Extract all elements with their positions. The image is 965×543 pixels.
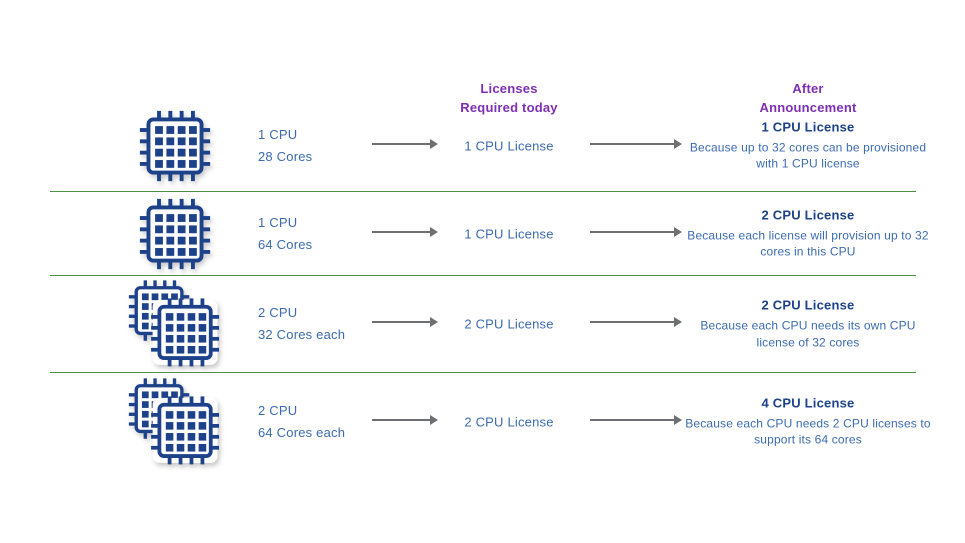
arrow-right-icon: [590, 414, 682, 425]
diagram-rows: 1 CPU 28 Cores 1 CPU License 1 CPU Licen…: [50, 100, 931, 470]
header-line: After: [792, 81, 824, 96]
cpu-chip-double-icon: [128, 377, 220, 464]
cpu-spec: 1 CPU 28 Cores: [258, 124, 312, 168]
license-required-today: 1 CPU License: [464, 138, 554, 153]
after-announcement-cell: 2 CPU License Because each CPU needs its…: [685, 297, 931, 350]
cpu-row: 2 CPU 64 Cores each 2 CPU License 4 CPU …: [50, 373, 931, 470]
arrow-right-icon: [590, 226, 682, 237]
license-required-today: 2 CPU License: [464, 316, 554, 332]
core-count-label: 64 Cores each: [258, 424, 346, 440]
after-license-reason: Because up to 32 cores can be provisione…: [689, 139, 927, 171]
after-license-reason: Because each license will provision up t…: [687, 227, 929, 259]
license-required-today: 2 CPU License: [464, 414, 554, 429]
cpu-spec: 2 CPU 32 Cores each: [258, 302, 345, 346]
cpu-icon-cell: [126, 277, 225, 371]
header-line: Required today: [460, 99, 558, 115]
arrow-right-icon: [372, 414, 438, 425]
after-announcement-cell: 2 CPU License Because each license will …: [685, 207, 931, 260]
after-license-title: 4 CPU License: [761, 394, 855, 410]
core-count-label: 28 Cores: [258, 148, 313, 164]
after-license-reason: Because each CPU needs its own CPU licen…: [700, 318, 916, 349]
arrow-right-icon: [590, 317, 682, 327]
core-count-label: 32 Cores each: [258, 327, 346, 342]
arrow-right-icon: [590, 138, 682, 149]
cpu-count-label: 2 CPU: [258, 402, 298, 418]
cpu-icon-cell: [136, 107, 214, 185]
core-count-label: 64 Cores: [258, 236, 313, 252]
after-announcement-cell: 1 CPU License Because up to 32 cores can…: [685, 119, 931, 172]
cpu-count-label: 1 CPU: [258, 214, 298, 230]
cpu-count-label: 1 CPU: [258, 126, 298, 142]
column-header-after-announcement: After Announcement: [708, 80, 908, 118]
after-license-title: 2 CPU License: [761, 206, 855, 222]
arrow-right-icon: [372, 138, 438, 149]
cpu-chip-icon: [139, 110, 211, 181]
cpu-row: 2 CPU 32 Cores each 2 CPU License 2 CPU …: [50, 276, 916, 373]
cpu-chip-double-icon: [128, 280, 220, 367]
cpu-icon-cell: [126, 375, 225, 469]
cpu-row: 1 CPU 28 Cores 1 CPU License 1 CPU Licen…: [50, 100, 926, 192]
after-license-reason: Because each CPU needs 2 CPU licenses to…: [685, 415, 931, 447]
cpu-row: 1 CPU 64 Cores 1 CPU License 2 CPU Licen…: [50, 192, 929, 276]
after-announcement-cell: 4 CPU License Because each CPU needs 2 C…: [685, 395, 931, 448]
arrow-right-icon: [372, 317, 438, 327]
cpu-spec: 1 CPU 64 Cores: [258, 212, 312, 256]
arrow-right-icon: [372, 226, 438, 237]
header-line: Licenses: [480, 81, 538, 96]
license-required-today: 1 CPU License: [464, 226, 554, 241]
after-license-title: 1 CPU License: [761, 118, 855, 134]
after-license-title: 2 CPU License: [761, 297, 855, 313]
header-line: Announcement: [759, 99, 857, 115]
cpu-chip-icon: [139, 198, 211, 269]
cpu-icon-cell: [136, 195, 214, 273]
cpu-spec: 2 CPU 64 Cores each: [258, 400, 345, 444]
cpu-count-label: 2 CPU: [258, 305, 298, 320]
column-header-licenses-today: Licenses Required today: [419, 80, 599, 118]
